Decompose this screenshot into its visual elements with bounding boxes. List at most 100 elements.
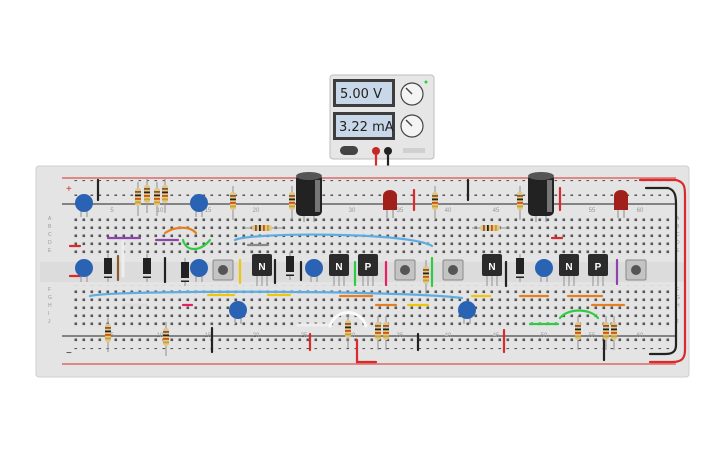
diodes[interactable]: [104, 252, 524, 286]
row-label: D: [676, 240, 680, 246]
row-label: E: [48, 248, 52, 254]
current-knob-icon[interactable]: [400, 114, 424, 138]
resistor-icon[interactable]: [162, 179, 168, 213]
voltage-display: [336, 82, 392, 104]
led-icon[interactable]: [383, 190, 397, 218]
row-label: J: [48, 319, 51, 325]
row-label: C: [48, 232, 52, 238]
voltage-readout: 5.00 V: [340, 87, 382, 102]
electrolytic-capacitor-icon[interactable]: [296, 172, 322, 222]
npn-transistor-icon[interactable]: N: [559, 254, 579, 286]
jumper-wires[interactable]: [68, 178, 687, 364]
diode-icon[interactable]: [286, 252, 294, 280]
resistor-icon[interactable]: [244, 225, 282, 231]
column-label: 40: [445, 208, 452, 214]
pnp-transistor-icon[interactable]: P: [358, 254, 378, 286]
column-label: 25: [301, 333, 308, 339]
wire-green[interactable]: [181, 238, 212, 251]
column-label: 20: [253, 333, 260, 339]
diode-icon[interactable]: [104, 254, 112, 282]
resistor-icon[interactable]: [575, 316, 581, 350]
resistor-icon[interactable]: [375, 316, 381, 350]
ceramic-capacitor-icon[interactable]: [458, 301, 476, 324]
wire-orange[interactable]: [163, 226, 198, 235]
pushbutton-icon[interactable]: [625, 259, 647, 281]
resistor-icon[interactable]: [383, 316, 389, 350]
resistor-icon[interactable]: [135, 182, 141, 216]
resistor-icon[interactable]: [154, 182, 160, 216]
positive-terminal-icon[interactable]: [372, 147, 380, 155]
row-label: A: [48, 216, 52, 222]
column-label: 30: [349, 208, 356, 214]
transistor-label: N: [488, 262, 495, 273]
wire-black-loop[interactable]: [644, 186, 678, 356]
row-label: B: [48, 224, 52, 230]
ceramic-capacitors[interactable]: [75, 194, 553, 324]
electrolytic-capacitor-icon[interactable]: [528, 172, 554, 222]
resistor-icon[interactable]: [611, 316, 617, 350]
led-icon[interactable]: [614, 190, 628, 218]
resistor-icon[interactable]: [230, 186, 236, 220]
column-label: 40: [445, 333, 452, 339]
diode-icon[interactable]: [181, 258, 189, 286]
diode-icon[interactable]: [516, 254, 524, 282]
resistor-icon[interactable]: [345, 314, 351, 348]
top-rail-holes-b[interactable]: [70, 190, 670, 196]
resistors[interactable]: [105, 179, 617, 356]
power-supply[interactable]: 5.00 V 3.22 mA: [329, 74, 435, 160]
resistor-icon[interactable]: [423, 260, 429, 294]
row-label: D: [48, 240, 52, 246]
column-label: 15: [205, 333, 212, 339]
pushbutton-icon[interactable]: [212, 259, 234, 281]
wire-lightblue[interactable]: [233, 233, 434, 248]
resistor-icon[interactable]: [472, 225, 510, 231]
ceramic-capacitor-icon[interactable]: [305, 259, 323, 282]
top-rail-holes-a[interactable]: [70, 180, 670, 186]
ceramic-capacitor-icon[interactable]: [190, 259, 208, 282]
power-switch-icon[interactable]: [340, 146, 358, 155]
npn-transistor-icon[interactable]: N: [482, 254, 502, 286]
resistor-icon[interactable]: [603, 316, 609, 350]
diode-icon[interactable]: [143, 254, 151, 282]
negative-terminal-icon[interactable]: [384, 147, 392, 155]
resistor-icon[interactable]: [517, 186, 523, 220]
wire-green[interactable]: [558, 309, 600, 320]
resistor-icon[interactable]: [289, 186, 295, 220]
bottom-rail-holes-a[interactable]: [70, 338, 670, 344]
current-readout: 3.22 mA: [339, 120, 394, 135]
resistor-icon[interactable]: [105, 318, 111, 352]
wire-white[interactable]: [328, 311, 368, 328]
row-label: G: [676, 295, 680, 301]
column-label: 5: [110, 208, 114, 214]
resistor-icon[interactable]: [432, 186, 438, 220]
ceramic-capacitor-icon[interactable]: [75, 259, 93, 282]
voltage-knob-icon[interactable]: [400, 80, 428, 106]
column-label: 55: [589, 208, 596, 214]
ceramic-capacitor-icon[interactable]: [535, 259, 553, 282]
pushbutton-icon[interactable]: [442, 259, 464, 281]
pushbutton-icon[interactable]: [394, 259, 416, 281]
resistor-icon[interactable]: [144, 179, 150, 213]
wire-lightblue[interactable]: [88, 290, 464, 300]
row-label: F: [676, 287, 679, 293]
pushbuttons[interactable]: [212, 259, 647, 281]
resistor-icon[interactable]: [163, 322, 169, 356]
wire-red-loop[interactable]: [638, 178, 687, 364]
transistor-label: N: [565, 262, 572, 273]
pnp-transistor-icon[interactable]: P: [588, 254, 608, 286]
column-label: 35: [397, 208, 404, 214]
npn-transistor-icon[interactable]: N: [252, 254, 272, 286]
power-supply-label-plate: [403, 148, 425, 153]
ceramic-capacitor-icon[interactable]: [190, 194, 208, 217]
npn-transistor-icon[interactable]: N: [329, 254, 349, 286]
row-label: I: [48, 311, 49, 317]
transistor-label: P: [365, 262, 372, 273]
ceramic-capacitor-icon[interactable]: [75, 194, 93, 217]
wire-red[interactable]: [355, 338, 378, 364]
ceramic-capacitor-icon[interactable]: [229, 301, 247, 324]
bottom-rail-holes-b[interactable]: [70, 348, 670, 354]
